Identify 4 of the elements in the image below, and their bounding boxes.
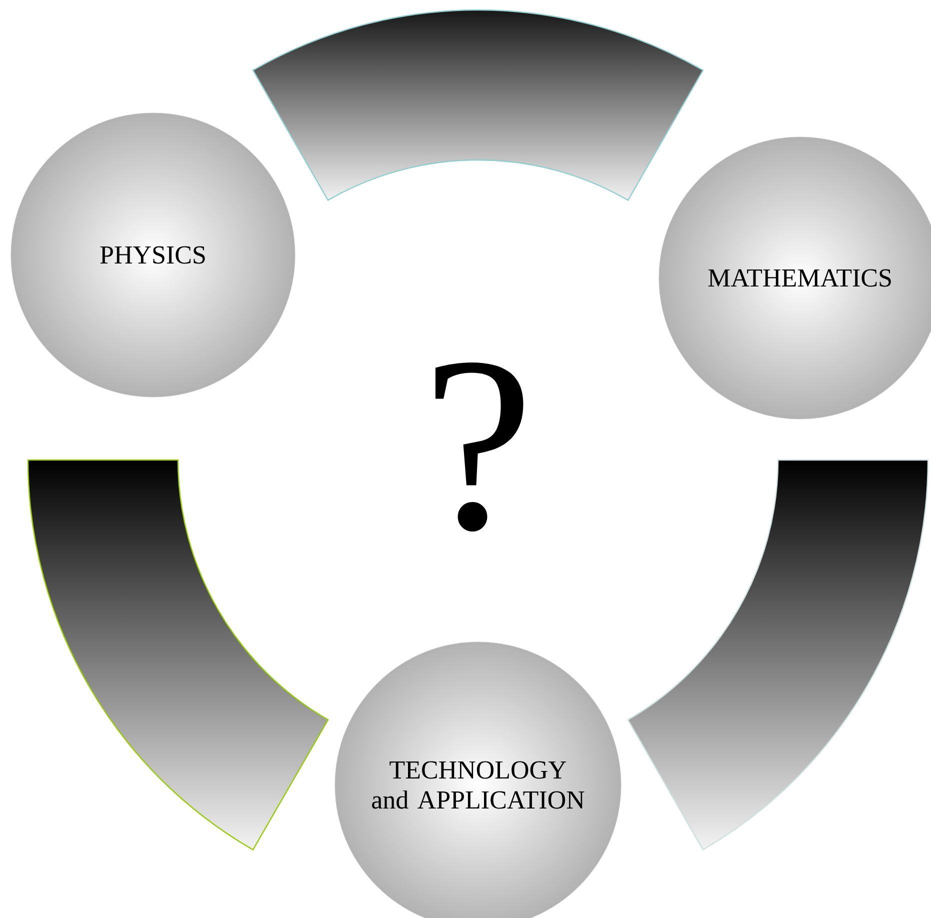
arc-band [252, 9, 704, 201]
question-mark: ? [435, 362, 524, 532]
arc-band [27, 459, 329, 850]
arc-band [627, 459, 929, 850]
